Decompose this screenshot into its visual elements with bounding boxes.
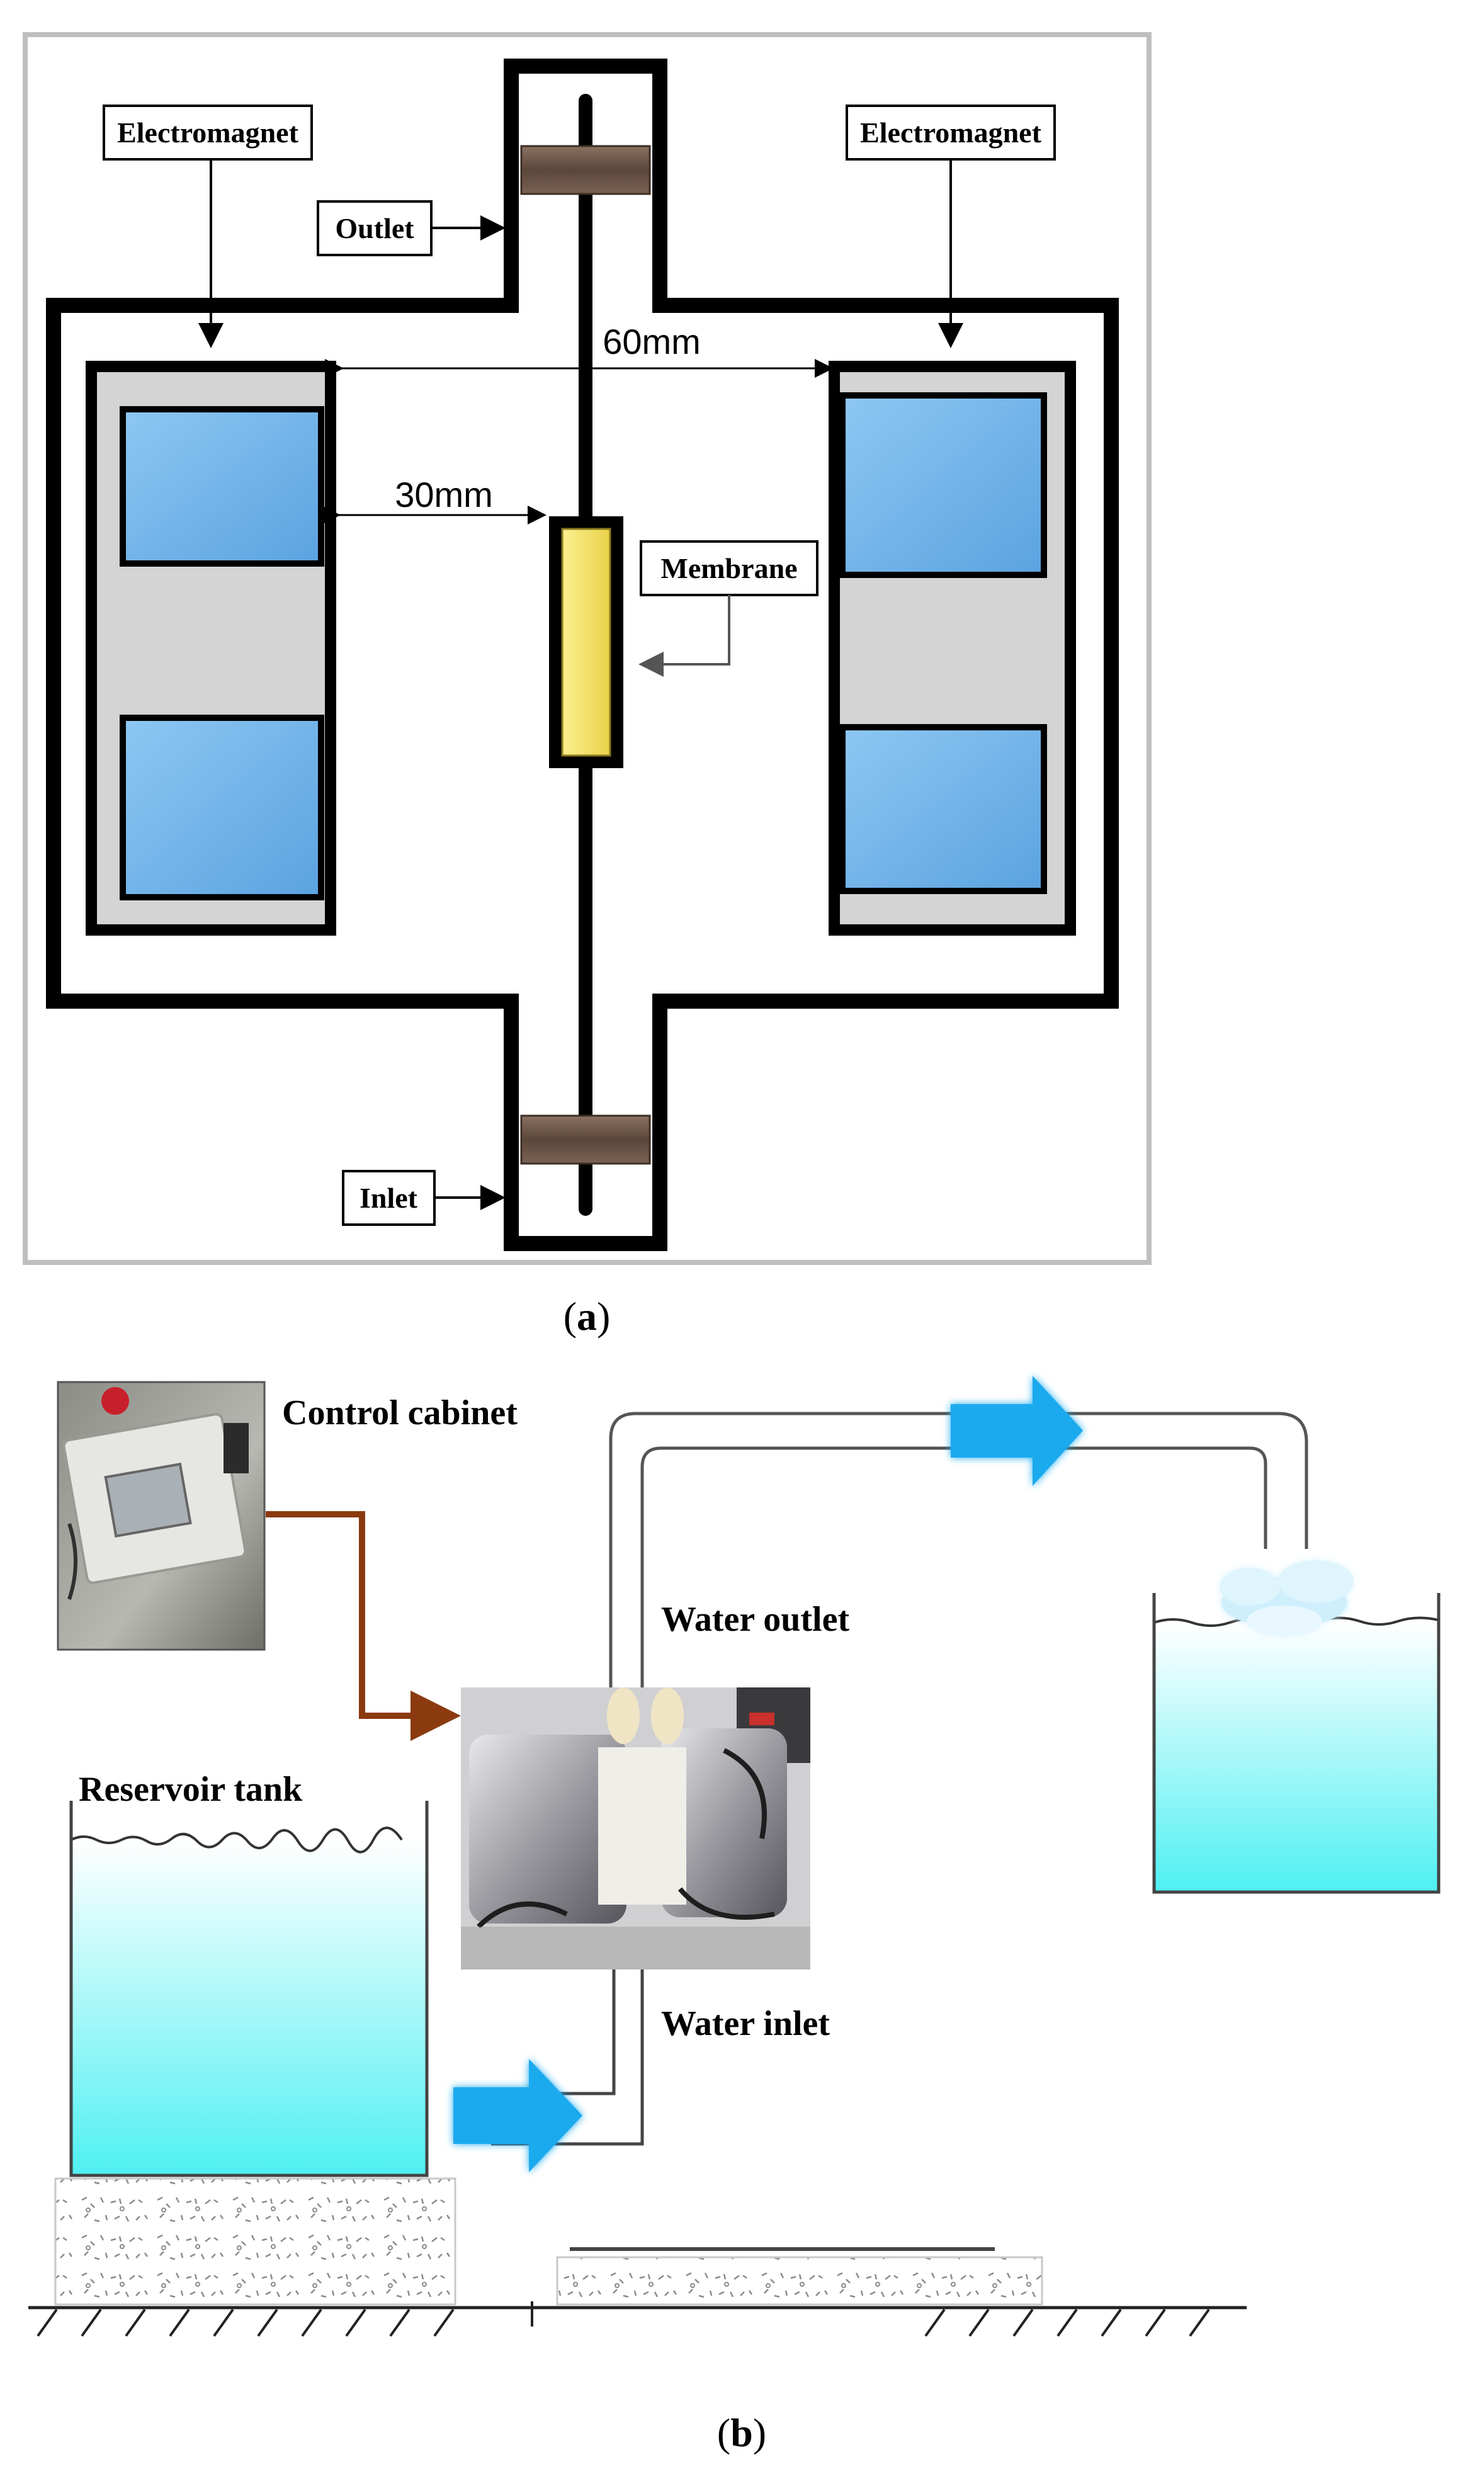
reservoir-water <box>71 1842 427 2175</box>
water-inlet-label: Water inlet <box>661 2004 830 2043</box>
splash-cloud <box>1220 1560 1354 1637</box>
inlet-valve <box>520 1114 651 1165</box>
inlet-callout <box>342 1170 436 1226</box>
pump-base <box>556 2256 1043 2306</box>
outlet-valve <box>520 145 651 195</box>
receiving-water <box>1154 1624 1439 1892</box>
caption-a: (a) <box>564 1294 611 1339</box>
inlet-flow-arrow <box>453 2059 582 2172</box>
electromagnet-right-label: Electromagnet <box>860 116 1042 149</box>
receiving-walls <box>1152 1593 1441 1894</box>
inlet-label: Inlet <box>360 1182 418 1214</box>
left-coil-bottom <box>120 715 324 900</box>
outlet-label: Outlet <box>335 212 414 244</box>
membrane <box>561 528 611 757</box>
pump-photo <box>461 1687 810 1970</box>
signal-wire <box>266 1511 461 1741</box>
membrane-callout <box>640 540 818 596</box>
electromagnet-left-label: Electromagnet <box>117 116 299 149</box>
ground-hatching <box>37 2301 1210 2337</box>
right-coil-bottom <box>839 724 1047 894</box>
panel-a: 60mm 30mm Electromagnet Electromagnet Ou… <box>23 32 1152 1265</box>
reservoir-surface <box>71 1827 403 1854</box>
inlet-pipe-inner <box>491 1958 616 2095</box>
membrane-label: Membrane <box>660 552 797 584</box>
water-outlet-label: Water outlet <box>661 1600 849 1639</box>
left-coil-top <box>120 406 324 567</box>
panel-b: Reservoir tank Control cab <box>28 1376 1441 2337</box>
dimension-gap-label: 30mm <box>395 475 493 514</box>
reservoir-base <box>54 2177 456 2306</box>
reservoir-tank-label: Reservoir tank <box>79 1770 303 1809</box>
outlet-callout <box>317 200 433 256</box>
right-electromagnet <box>829 361 1076 936</box>
electromagnet-left-callout <box>103 105 313 161</box>
left-electromagnet <box>86 361 336 936</box>
reservoir-walls <box>69 1801 429 2177</box>
membrane-arrow <box>638 595 730 677</box>
control-cabinet-photo <box>57 1381 266 1651</box>
outlet-flow-arrow <box>951 1376 1083 1486</box>
right-coil-top <box>839 392 1047 578</box>
housing-outline <box>46 59 1119 1251</box>
caption-b: (b) <box>717 2410 766 2455</box>
control-cabinet-label: Control cabinet <box>282 1393 518 1432</box>
dimension-span-label: 60mm <box>603 322 701 361</box>
outlet-pipe-outer <box>609 1412 1308 1691</box>
